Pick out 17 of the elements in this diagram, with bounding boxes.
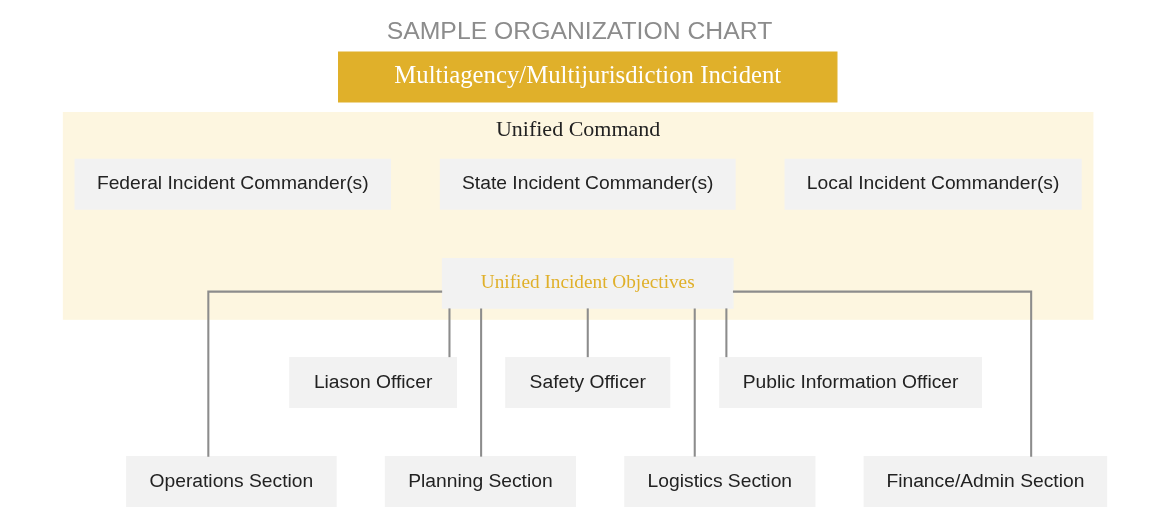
connector <box>725 308 728 358</box>
node-box: Unified Incident Objectives <box>441 257 734 309</box>
connector <box>207 290 443 457</box>
node-box: Logistics Section <box>624 456 816 507</box>
node-box: Finance/Admin Section <box>863 456 1108 507</box>
connector <box>586 308 589 358</box>
node-box: Planning Section <box>384 456 577 507</box>
node-box: Multiagency/Multijurisdiction Incident <box>338 51 838 103</box>
diagram-title: SAMPLE ORGANIZATION CHART <box>386 17 773 45</box>
connector <box>480 308 483 457</box>
connector <box>448 308 451 358</box>
node-box: Safety Officer <box>505 357 671 408</box>
node-box: Liason Officer <box>289 357 458 408</box>
node-box: Public Information Officer <box>719 357 982 408</box>
node-box: Operations Section <box>126 456 337 507</box>
connector <box>693 308 696 457</box>
connector <box>732 290 1033 457</box>
